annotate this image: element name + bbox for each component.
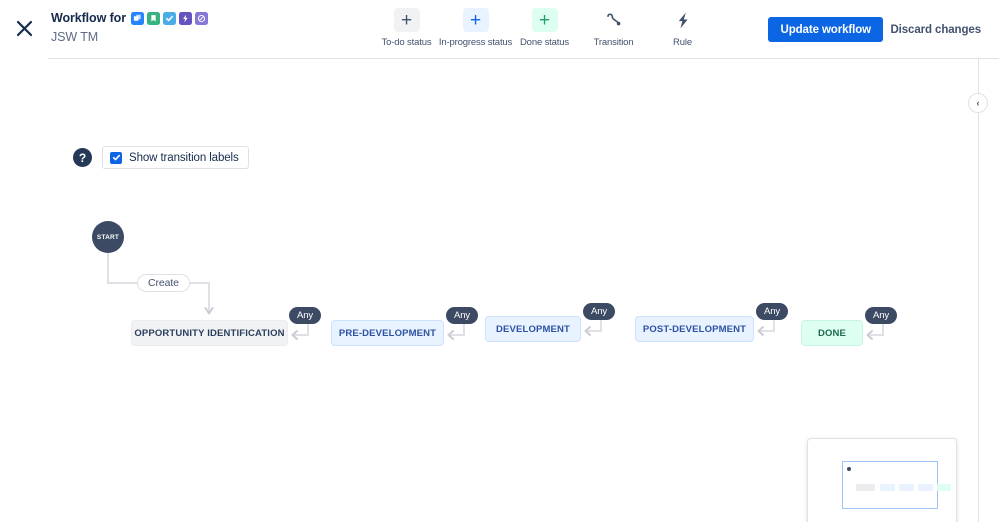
bug-icon[interactable] bbox=[178, 11, 192, 25]
self-loop-arrow[interactable] bbox=[581, 317, 607, 341]
node-start-label: START bbox=[96, 233, 120, 241]
minimap-node bbox=[918, 484, 933, 491]
any-transition-badge[interactable]: Any bbox=[289, 307, 322, 324]
lightning-icon bbox=[670, 8, 696, 32]
any-transition-badge[interactable]: Any bbox=[446, 307, 479, 324]
minimap-panel[interactable] bbox=[807, 438, 957, 522]
story-icon[interactable] bbox=[130, 11, 144, 25]
show-transition-labels-text: Show transition labels bbox=[129, 151, 239, 164]
status-node-development[interactable]: DEVELOPMENT bbox=[485, 316, 581, 342]
status-node-opportunity-identification[interactable]: OPPORTUNITY IDENTIFICATION bbox=[131, 320, 288, 346]
self-loop-arrow[interactable] bbox=[444, 321, 470, 345]
self-loop-arrow[interactable] bbox=[863, 321, 889, 345]
checkmark-icon bbox=[112, 154, 120, 161]
epic-icon[interactable] bbox=[146, 11, 160, 25]
status-node-label: POST-DEVELOPMENT bbox=[642, 323, 747, 335]
page-title: Workflow for bbox=[51, 11, 126, 25]
question-mark-icon: ? bbox=[78, 150, 87, 165]
status-node-pre-development[interactable]: PRE-DEVELOPMENT bbox=[331, 320, 444, 346]
tool-done-status[interactable]: + Done status bbox=[510, 8, 579, 48]
minimap-node bbox=[856, 484, 875, 491]
title-row: Workflow for bbox=[51, 10, 208, 26]
close-icon bbox=[16, 20, 32, 36]
workflow-graph: START Create OPPORTUNITY IDENTIFICATION … bbox=[0, 59, 978, 522]
any-badge-label: Any bbox=[873, 310, 890, 321]
workflow-canvas[interactable]: START Create OPPORTUNITY IDENTIFICATION … bbox=[0, 59, 978, 522]
task-icon[interactable] bbox=[162, 11, 176, 25]
tool-transition[interactable]: Transition bbox=[579, 8, 648, 48]
tool-todo-status[interactable]: + To-do status bbox=[372, 8, 441, 48]
status-node-label: DONE bbox=[817, 327, 847, 339]
collapse-panel-button[interactable]: ‹ bbox=[968, 93, 988, 113]
transition-label-text: Create bbox=[148, 277, 179, 289]
discard-changes-button[interactable]: Discard changes bbox=[890, 17, 981, 42]
any-badge-label: Any bbox=[297, 310, 314, 321]
status-node-label: PRE-DEVELOPMENT bbox=[338, 327, 437, 339]
transition-icon bbox=[601, 8, 627, 32]
any-transition-badge[interactable]: Any bbox=[865, 307, 898, 324]
plus-icon: + bbox=[393, 8, 420, 32]
minimap-viewport[interactable] bbox=[842, 461, 951, 509]
minimap-start-node bbox=[847, 467, 851, 471]
any-transition-badge[interactable]: Any bbox=[583, 303, 616, 320]
plus-icon: + bbox=[531, 8, 558, 32]
any-badge-label: Any bbox=[454, 310, 471, 321]
plus-icon: + bbox=[462, 8, 489, 32]
right-panel-rail bbox=[978, 59, 999, 522]
transition-label-create[interactable]: Create bbox=[137, 274, 190, 292]
tool-label: Done status bbox=[519, 37, 570, 48]
chevron-left-icon: ‹ bbox=[976, 98, 980, 108]
minimap-node bbox=[880, 484, 895, 491]
show-transition-labels-toggle[interactable]: Show transition labels bbox=[102, 146, 249, 169]
minimap-node bbox=[899, 484, 914, 491]
tool-label: In-progress status bbox=[438, 37, 513, 48]
show-transition-labels-checkbox[interactable] bbox=[110, 151, 122, 164]
workflow-toolbar: + To-do status + In-progress status + Do… bbox=[372, 8, 717, 48]
any-badge-label: Any bbox=[591, 306, 608, 317]
tool-label: Rule bbox=[673, 37, 692, 48]
any-badge-label: Any bbox=[764, 306, 781, 317]
tool-label: Transition bbox=[593, 37, 634, 48]
issue-type-icon-group bbox=[130, 11, 208, 25]
subtask-icon[interactable] bbox=[194, 11, 208, 25]
status-node-label: DEVELOPMENT bbox=[496, 323, 570, 335]
tool-label: To-do status bbox=[381, 37, 432, 48]
title-block: Workflow for JSW TM bbox=[51, 10, 208, 44]
header-divider bbox=[48, 58, 999, 59]
page-subtitle: JSW TM bbox=[51, 30, 99, 44]
close-button[interactable] bbox=[10, 14, 38, 42]
help-button[interactable]: ? bbox=[73, 148, 92, 167]
node-start[interactable]: START bbox=[92, 221, 124, 253]
minimap-node bbox=[937, 484, 951, 491]
status-node-label: OPPORTUNITY IDENTIFICATION bbox=[134, 327, 285, 339]
tool-rule[interactable]: Rule bbox=[648, 8, 717, 48]
status-node-post-development[interactable]: POST-DEVELOPMENT bbox=[635, 316, 754, 342]
workflow-edges bbox=[107, 253, 214, 315]
update-workflow-button[interactable]: Update workflow bbox=[768, 17, 883, 42]
self-loop-arrow[interactable] bbox=[288, 321, 314, 345]
any-transition-badge[interactable]: Any bbox=[756, 303, 789, 320]
self-loop-arrow[interactable] bbox=[754, 317, 780, 341]
status-node-done[interactable]: DONE bbox=[801, 320, 863, 346]
tool-inprogress-status[interactable]: + In-progress status bbox=[438, 8, 513, 48]
app-header: Workflow for JSW TM bbox=[0, 0, 999, 58]
